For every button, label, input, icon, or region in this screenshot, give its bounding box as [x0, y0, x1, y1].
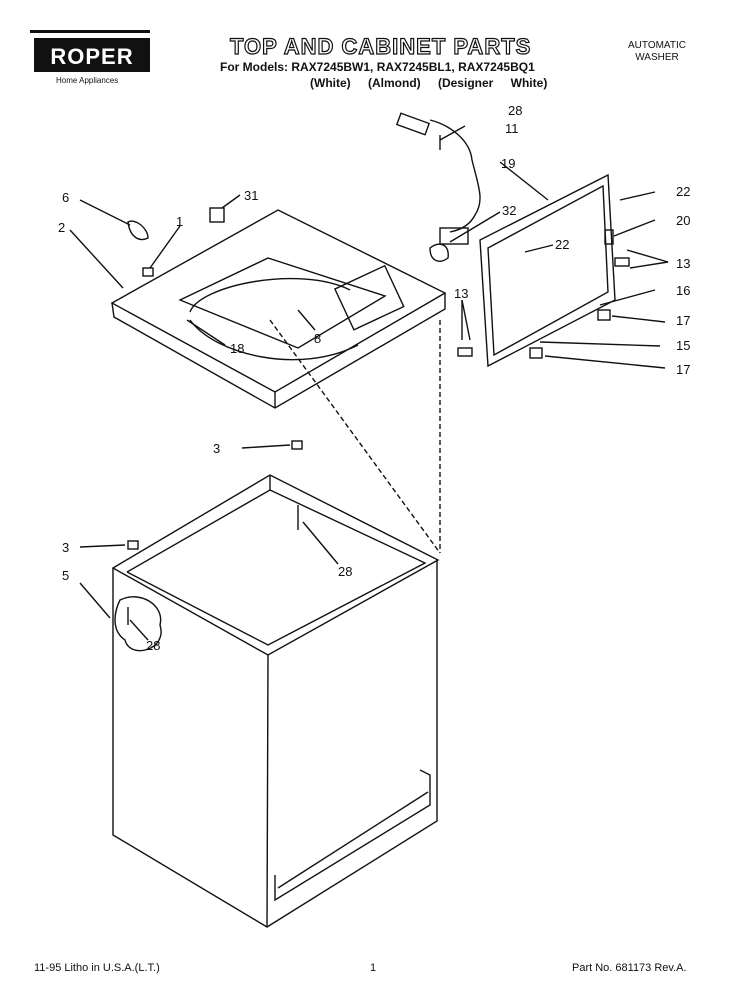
- leader-lines: [69, 125, 669, 641]
- callout-15: 15: [676, 338, 690, 353]
- page-title: TOP AND CABINET PARTS: [229, 33, 532, 59]
- callout-19: 19: [501, 156, 515, 171]
- callout-31: 31: [244, 188, 258, 203]
- logo-rule: [30, 30, 150, 33]
- print-info: 11-95 Litho in U.S.A.(L.T.): [34, 962, 160, 974]
- top-panel: [110, 209, 447, 409]
- callout-20: 20: [676, 213, 690, 228]
- page-number: 1: [370, 962, 377, 974]
- callout-22a: 22: [676, 184, 690, 199]
- callout-28-top: 28: [508, 103, 522, 118]
- harness-and-hardware: [127, 112, 630, 625]
- part-number: Part No. 681173 Rev.A.: [572, 962, 687, 974]
- callout-28-mid: 28: [338, 564, 352, 579]
- brand-logo: ROPER: [34, 38, 150, 72]
- callout-18: 18: [230, 341, 244, 356]
- callout-28-low: 28: [146, 638, 160, 653]
- callout-3a: 3: [213, 441, 220, 456]
- callout-32: 32: [502, 203, 516, 218]
- product-line-2: WASHER: [635, 52, 679, 63]
- callout-13a: 13: [676, 256, 690, 271]
- callout-3b: 3: [62, 540, 69, 555]
- callout-11: 11: [505, 121, 519, 136]
- cabinet: [111, 474, 440, 928]
- lid: [479, 173, 616, 368]
- callout-1: 1: [176, 214, 183, 229]
- brand-subtitle: Home Appliances: [56, 76, 119, 85]
- callout-13b: 13: [454, 286, 468, 301]
- callout-17a: 17: [676, 313, 690, 328]
- callout-8: 8: [314, 331, 321, 346]
- colors-line: (White) (Almond) (Designer White): [310, 76, 548, 90]
- product-line-1: AUTOMATIC: [628, 40, 686, 51]
- callout-2: 2: [58, 220, 65, 235]
- callout-17b: 17: [676, 362, 690, 377]
- callout-16: 16: [676, 283, 690, 298]
- callout-22b: 22: [555, 237, 569, 252]
- product-label: AUTOMATIC WASHER: [628, 40, 686, 64]
- models-line: For Models: RAX7245BW1, RAX7245BL1, RAX7…: [220, 60, 535, 74]
- callout-5: 5: [62, 568, 69, 583]
- callout-6: 6: [62, 190, 69, 205]
